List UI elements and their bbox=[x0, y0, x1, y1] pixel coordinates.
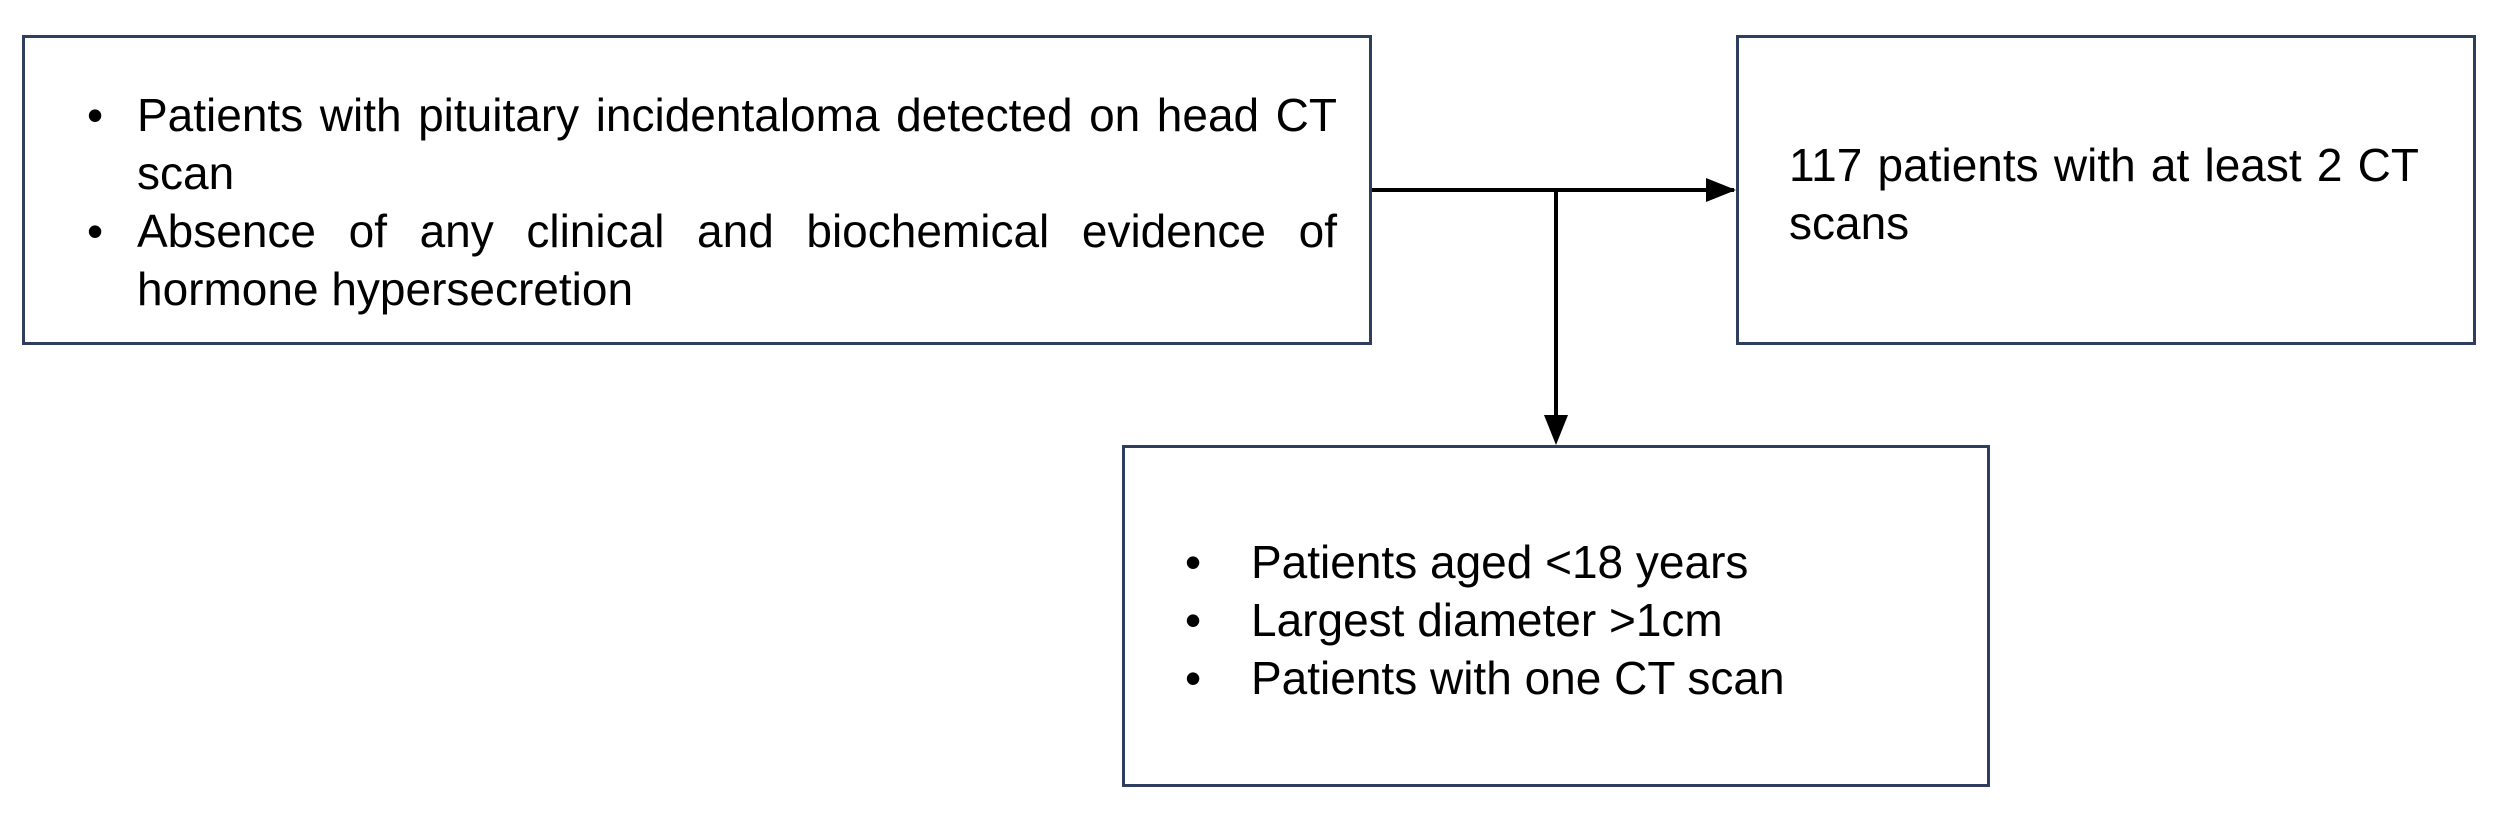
bullet-icon: • bbox=[1185, 536, 1202, 588]
exclusion-item: •Largest diameter >1cm bbox=[1185, 591, 1965, 649]
arrowhead-right bbox=[1706, 178, 1736, 202]
bullet-icon: • bbox=[87, 205, 104, 257]
result-text: 117 patients with at least 2 CT scans bbox=[1789, 139, 2419, 249]
arrowhead-down bbox=[1544, 415, 1568, 445]
exclusion-item: •Patients with one CT scan bbox=[1185, 649, 1965, 707]
inclusion-criteria-box: •Patients with pituitary incidentaloma d… bbox=[22, 35, 1372, 345]
result-box: 117 patients with at least 2 CT scans bbox=[1736, 35, 2476, 345]
inclusion-item: •Absence of any clinical and biochemical… bbox=[87, 202, 1337, 318]
exclusion-criteria-box: •Patients aged <18 years •Largest diamet… bbox=[1122, 445, 1990, 787]
bullet-icon: • bbox=[1185, 652, 1202, 704]
bullet-icon: • bbox=[87, 89, 104, 141]
exclusion-item: •Patients aged <18 years bbox=[1185, 533, 1965, 591]
exclusion-criteria-list: •Patients aged <18 years •Largest diamet… bbox=[1185, 533, 1965, 707]
inclusion-item: •Patients with pituitary incidentaloma d… bbox=[87, 86, 1337, 202]
bullet-icon: • bbox=[1185, 594, 1202, 646]
inclusion-criteria-list: •Patients with pituitary incidentaloma d… bbox=[87, 86, 1337, 318]
